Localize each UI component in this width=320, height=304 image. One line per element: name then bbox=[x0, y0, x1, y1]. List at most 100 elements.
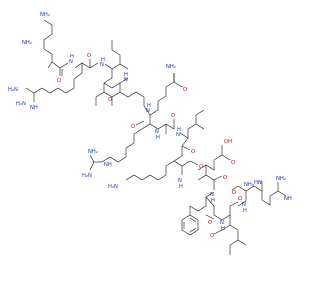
atom-label-nh2: NH₂ bbox=[244, 182, 254, 188]
bond bbox=[221, 224, 231, 231]
bond bbox=[141, 123, 151, 130]
bond bbox=[149, 123, 159, 130]
molecule-canvas: NH₂ NH₂ H₂N NH H₂N N H O O N H N H O NH₂… bbox=[8, 12, 292, 255]
atom-label-h: H bbox=[156, 135, 160, 141]
bond-chain bbox=[229, 215, 239, 255]
atom-label-o: O bbox=[238, 196, 242, 202]
bond bbox=[103, 82, 113, 89]
atom-label-h2n: H₂N bbox=[82, 173, 92, 179]
atom-label-h2n: H₂N bbox=[108, 184, 118, 190]
bond-double bbox=[229, 201, 239, 207]
bond bbox=[33, 87, 43, 94]
bond-chain bbox=[197, 145, 223, 171]
bond bbox=[173, 81, 183, 88]
atom-label-n: N bbox=[210, 192, 214, 198]
bond-chain bbox=[41, 62, 83, 94]
atom-label-o: O bbox=[131, 124, 135, 130]
atom-label-hn: HN bbox=[254, 180, 262, 186]
atom-label-h: H bbox=[243, 208, 247, 214]
atom-label-o: O bbox=[183, 87, 187, 93]
bond bbox=[111, 82, 121, 89]
atom-label-n: N bbox=[155, 129, 159, 135]
atom-label-h: H bbox=[101, 57, 105, 63]
atom-label-nh: NH bbox=[284, 196, 292, 202]
bond bbox=[103, 91, 113, 98]
bond bbox=[181, 137, 189, 147]
bond-chain bbox=[179, 109, 205, 139]
atom-label-nh: NH bbox=[30, 105, 38, 111]
atom-label-n: N bbox=[124, 77, 128, 83]
bond bbox=[59, 62, 69, 69]
bond bbox=[181, 160, 191, 167]
atom-label-oh: OH bbox=[224, 139, 232, 145]
atom-label-n: N bbox=[69, 59, 73, 65]
bond-chain bbox=[149, 73, 175, 116]
atom-label-nh2: NH₂ bbox=[276, 176, 286, 182]
bond bbox=[245, 185, 255, 192]
bond-layer bbox=[25, 19, 287, 255]
bond-double bbox=[213, 229, 223, 235]
atom-label-o: O bbox=[191, 149, 195, 155]
bond bbox=[143, 105, 151, 116]
bond bbox=[277, 190, 287, 197]
bond bbox=[25, 87, 35, 94]
bond bbox=[221, 214, 231, 221]
bond bbox=[89, 62, 99, 69]
bond-chain bbox=[101, 128, 143, 163]
bond bbox=[119, 63, 129, 70]
bond bbox=[173, 155, 183, 162]
atom-label-n: N bbox=[176, 132, 180, 138]
atom-label-n: N bbox=[220, 220, 224, 226]
bond bbox=[89, 154, 95, 163]
atom-label-o: O bbox=[199, 164, 203, 170]
atom-label-nh2: NH₂ bbox=[166, 64, 176, 70]
bond bbox=[197, 174, 207, 181]
bond-double bbox=[231, 185, 239, 191]
atom-label-h: H bbox=[147, 103, 151, 109]
bond-chain bbox=[189, 191, 215, 215]
atom-label-h: H bbox=[70, 54, 74, 60]
bond bbox=[89, 161, 95, 171]
bond bbox=[195, 123, 205, 130]
bond bbox=[205, 196, 215, 207]
atom-label-o: O bbox=[87, 53, 91, 59]
bond bbox=[157, 123, 167, 130]
structure-diagram: NH₂ NH₂ H₂N NH H₂N N H O O N H N H O NH₂… bbox=[8, 12, 292, 255]
bond bbox=[81, 62, 91, 69]
bond bbox=[173, 160, 183, 167]
atom-label-nh2: NH₂ bbox=[40, 12, 50, 18]
bond-double bbox=[221, 154, 231, 161]
atom-label-h: H bbox=[177, 127, 181, 133]
atom-label-nh: NH bbox=[104, 162, 112, 168]
atom-label-o: O bbox=[223, 175, 227, 181]
bond-chain bbox=[111, 40, 121, 70]
atom-label-h: H bbox=[221, 226, 225, 232]
bond bbox=[213, 214, 223, 221]
atom-label-h2n: H₂N bbox=[16, 101, 26, 107]
atom-label-o: O bbox=[232, 190, 236, 196]
atom-label-layer: NH₂ NH₂ H₂N NH H₂N N H O O N H N H O NH₂… bbox=[8, 12, 292, 239]
atom-label-o: O bbox=[108, 97, 112, 103]
atom-label-o: O bbox=[171, 113, 175, 119]
bond bbox=[237, 239, 247, 246]
ring-double bbox=[189, 227, 197, 233]
atom-label-nh2: NH₂ bbox=[88, 149, 98, 155]
bond bbox=[51, 61, 61, 69]
ring-double bbox=[189, 217, 197, 223]
atom-label-h: H bbox=[124, 72, 128, 78]
bond bbox=[111, 91, 121, 98]
atom-label-h2n: H₂N bbox=[8, 87, 18, 93]
bond-double bbox=[205, 214, 215, 220]
bond-double bbox=[181, 145, 191, 151]
atom-label-o: O bbox=[208, 220, 212, 226]
atom-label-o: O bbox=[210, 233, 214, 239]
bond-double bbox=[213, 175, 223, 181]
bond bbox=[165, 123, 175, 130]
bond bbox=[237, 185, 247, 192]
bond bbox=[205, 174, 215, 181]
bond bbox=[237, 200, 247, 207]
atom-label-h: H bbox=[211, 198, 215, 204]
bond-double bbox=[189, 160, 199, 166]
atom-label-h: H bbox=[179, 184, 183, 190]
atom-label-n: N bbox=[242, 202, 246, 208]
